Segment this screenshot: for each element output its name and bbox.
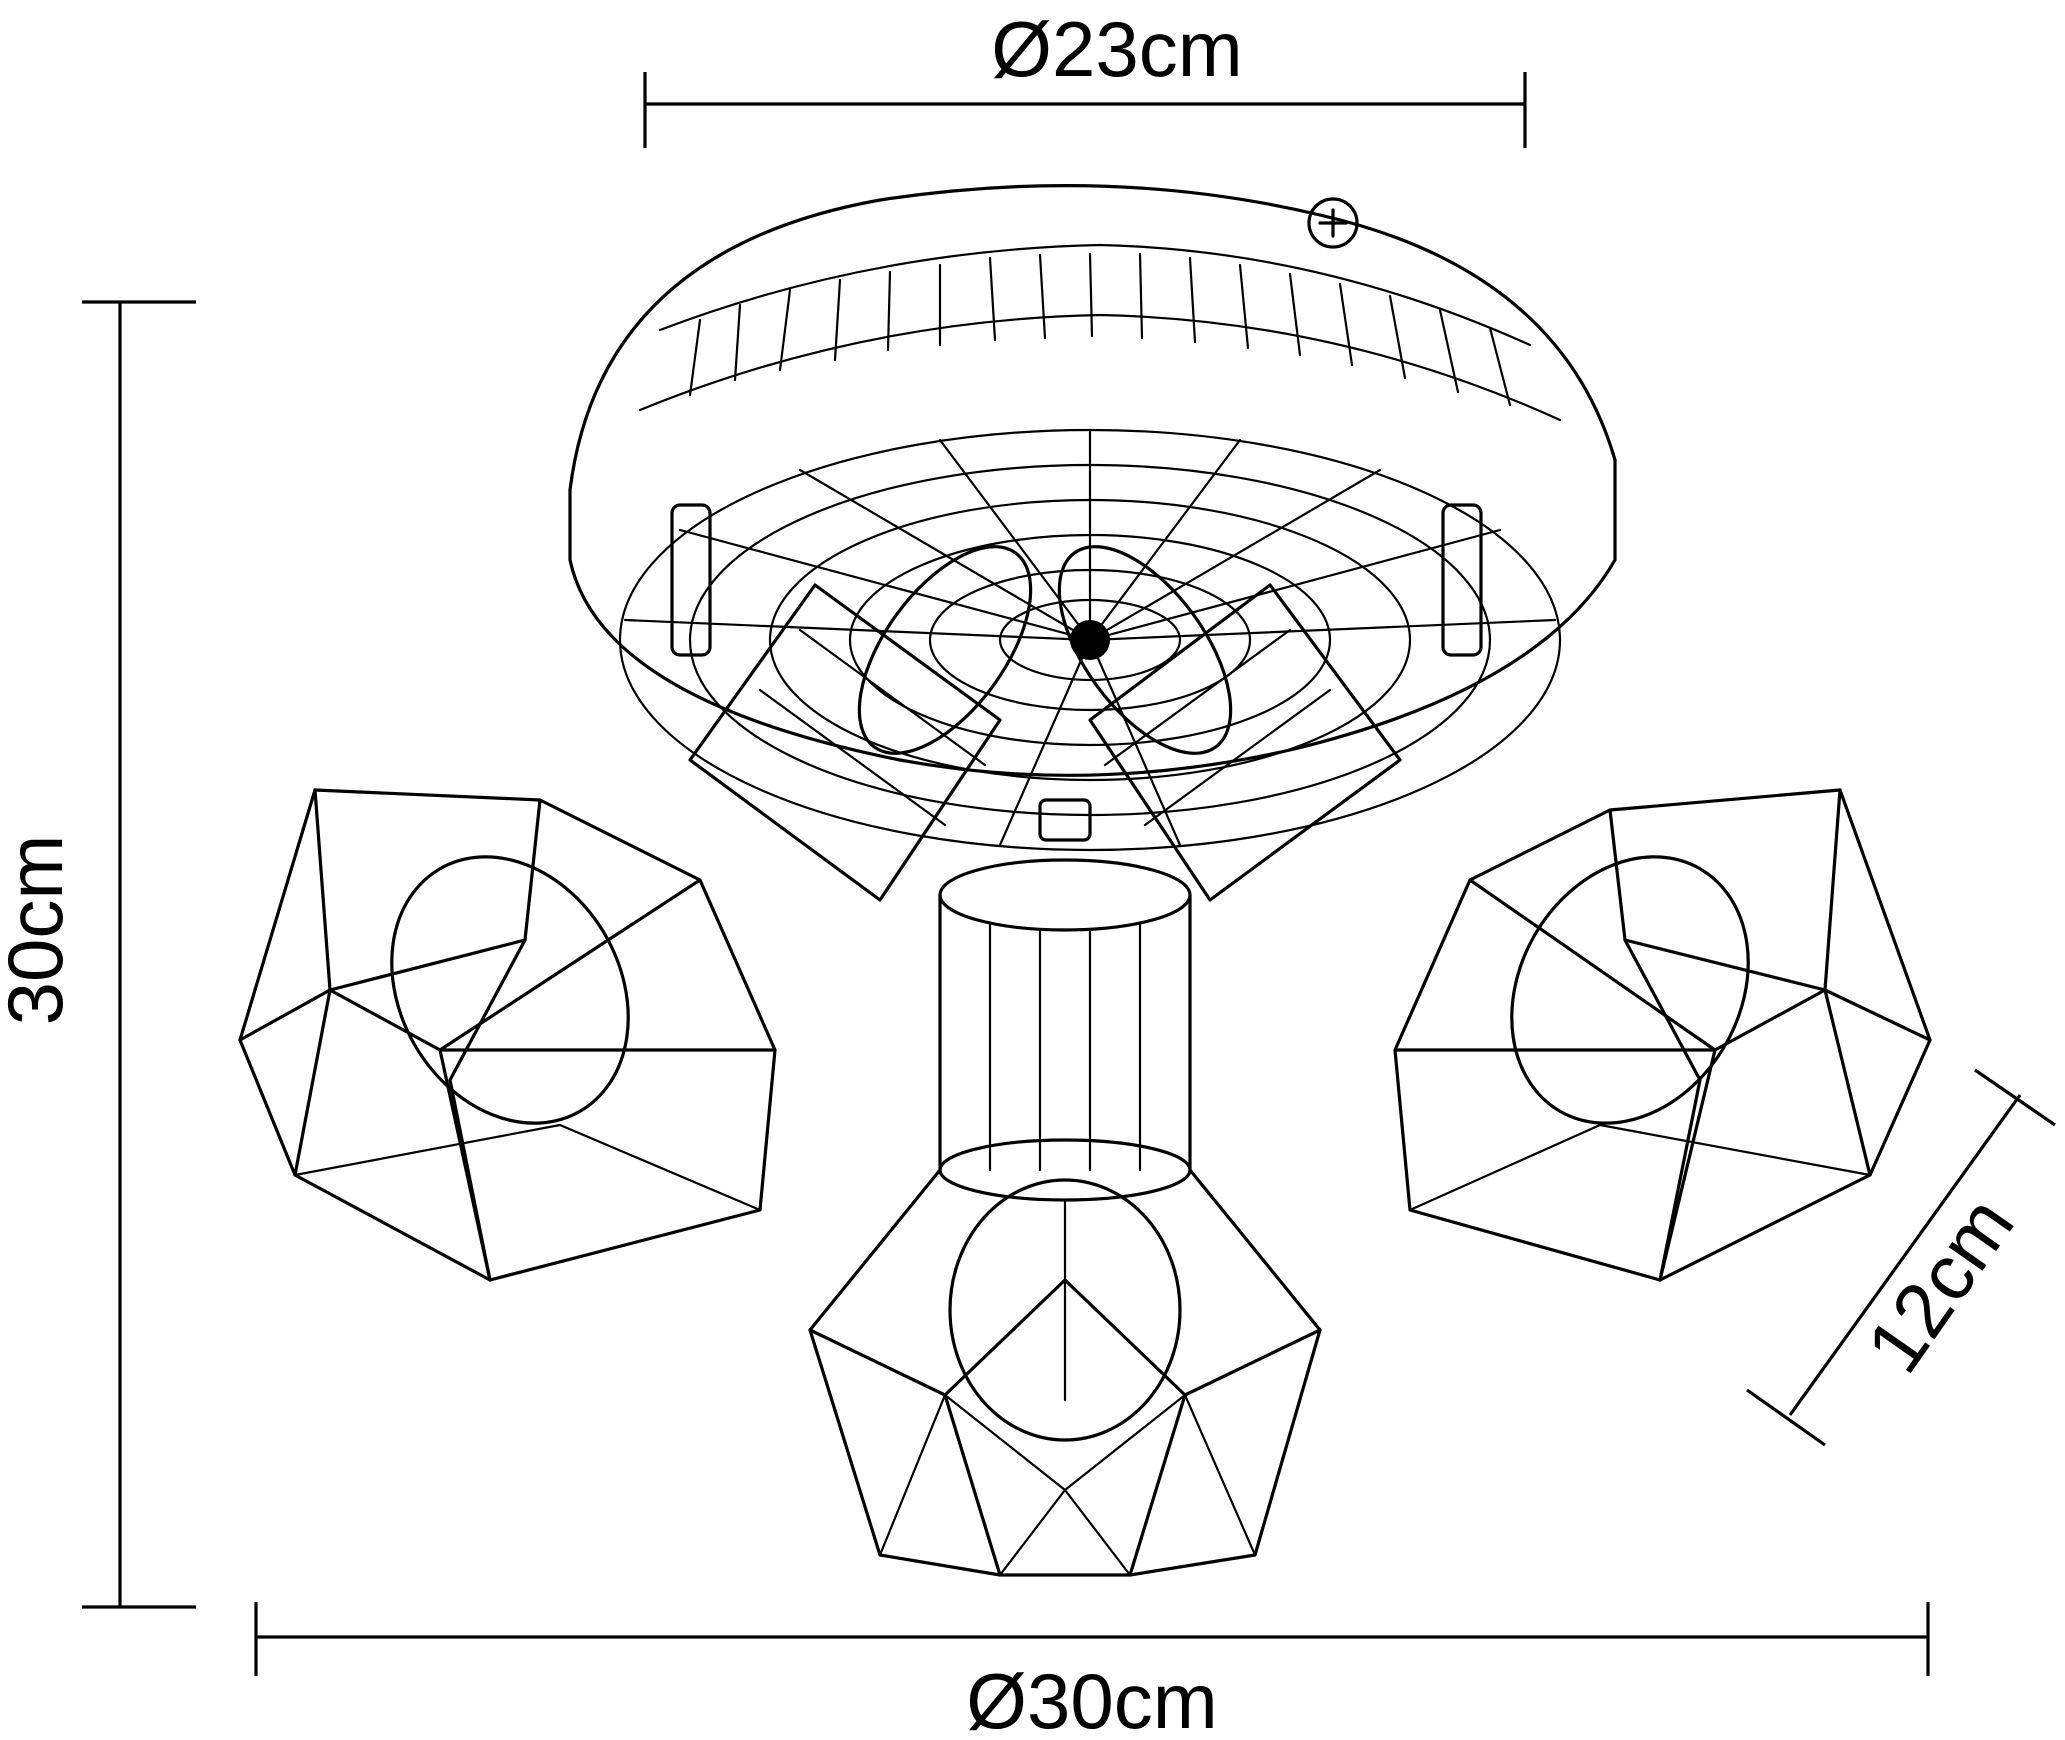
left-spotlight [238, 545, 1033, 1282]
radial-grain [623, 428, 1557, 847]
centre-spotlight [808, 798, 1322, 1577]
top-diameter-label: Ø23cm [991, 5, 1242, 93]
shade-depth-dimension: 12cm [1746, 1068, 2056, 1447]
shade-depth-label: 12cm [1849, 1181, 2030, 1388]
right-spotlight [1057, 545, 1932, 1282]
top-diameter-dimension: Ø23cm [643, 5, 1527, 148]
bottom-diameter-label: Ø30cm [966, 1657, 1217, 1740]
height-dimension: 30cm [0, 300, 196, 1609]
height-label: 30cm [0, 835, 79, 1026]
wood-grain [688, 252, 1512, 407]
bottom-diameter-dimension: Ø30cm [254, 1602, 1930, 1740]
screw-icon [1307, 197, 1359, 249]
ceiling-canopy [568, 183, 1617, 852]
